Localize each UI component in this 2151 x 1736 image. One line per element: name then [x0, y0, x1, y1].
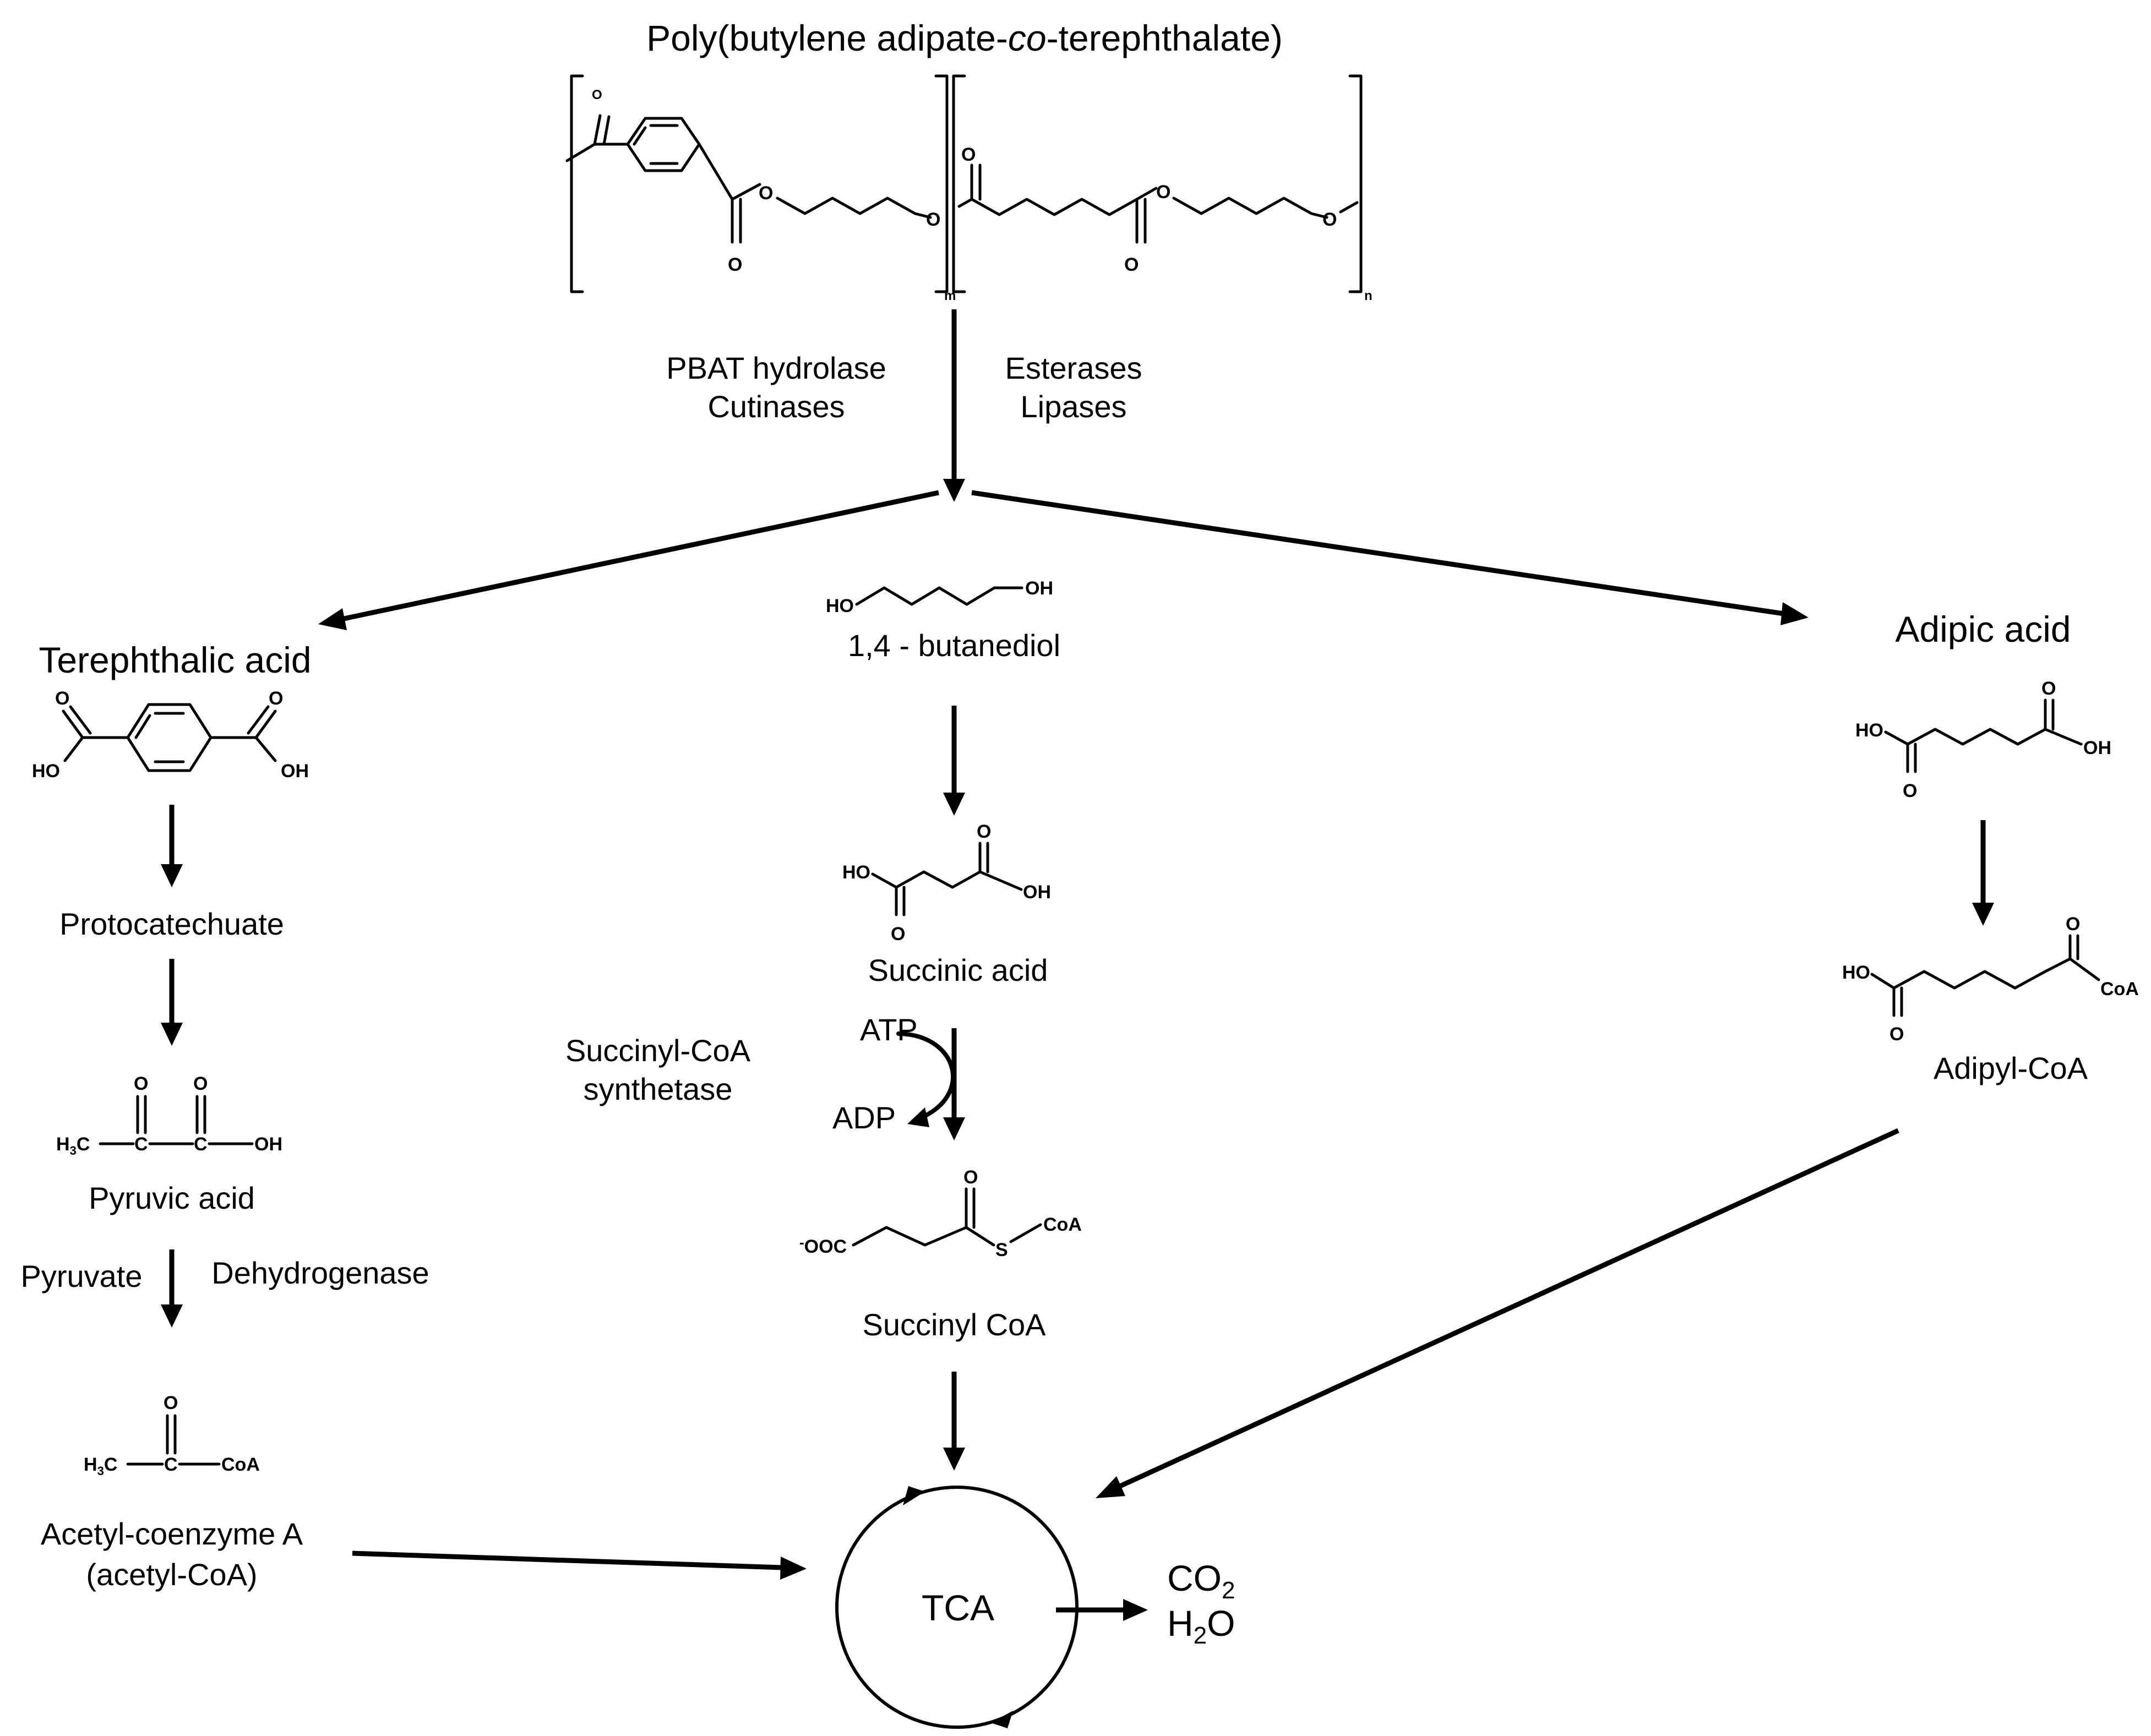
arrow-to-adipic: [971, 490, 1784, 616]
tca-cycle: TCA CO2 H2O: [835, 1486, 1235, 1729]
succinic-oh: OH: [1023, 882, 1051, 903]
succinic-acid-label: Succinic acid: [868, 953, 1048, 987]
butanediol-label: 1,4 - butanediol: [848, 628, 1060, 663]
arrow-acetyl-to-tca: [352, 1551, 782, 1570]
o-atom: O: [1322, 209, 1337, 230]
o-atom: O: [926, 209, 940, 230]
enzyme-dehydrogenase: Dehydrogenase: [211, 1255, 429, 1290]
o-atom: O: [977, 821, 991, 842]
succinyl-coa-ooc: -OOC: [799, 1234, 847, 1257]
protocatechuate-label: Protocatechuate: [59, 907, 284, 941]
adipic-oh: OH: [2083, 738, 2111, 758]
arrowhead: [161, 864, 183, 887]
o-atom: O: [963, 1167, 978, 1188]
arrowhead: [943, 1117, 965, 1140]
o-atom: O: [1156, 182, 1170, 203]
pyruvic-h3c: H3C: [56, 1134, 90, 1158]
acetyl-coa-label: (acetyl-CoA): [86, 1557, 257, 1592]
arrowhead: [318, 608, 347, 630]
terephthalic-acid-branch: Terephthalic acid O HO O OH Protocatechu…: [21, 640, 429, 1592]
polymer-title: Poly(butylene adipate-co-terephthalate): [646, 18, 1283, 58]
oh-group: OH: [281, 761, 309, 782]
o-atom: O: [759, 183, 773, 204]
arrowhead: [907, 1107, 929, 1127]
enzyme-succinyl-coa: Succinyl-CoA: [565, 1033, 751, 1068]
succinyl-coa-label: Succinyl CoA: [862, 1307, 1046, 1342]
succinic-ho: HO: [842, 862, 870, 883]
acetyl-c: C: [164, 1454, 178, 1475]
adipyl-coa-label: Adipyl-CoA: [1934, 1051, 2088, 1085]
atp-label: ATP: [860, 1012, 918, 1047]
arrow-to-terephthalic: [341, 490, 939, 622]
succinyl-coa-group: CoA: [1043, 1214, 1082, 1235]
o-atom: O: [2041, 678, 2056, 699]
repeat-n: n: [1364, 288, 1373, 303]
pbat-structure: m n O O O O O O O O: [565, 74, 1373, 303]
succinyl-coa-s: S: [995, 1240, 1008, 1260]
tca-cycle-arrowhead: [903, 1486, 925, 1505]
acetyl-coa-group: CoA: [221, 1454, 260, 1475]
acetyl-h3c: H3C: [84, 1454, 117, 1478]
arrowhead: [943, 479, 965, 502]
pyruvic-c1: C: [134, 1134, 148, 1155]
co2-label: CO2: [1167, 1558, 1235, 1604]
arrowhead: [1123, 1599, 1148, 1621]
o-atom: O: [193, 1073, 208, 1094]
arrowhead: [161, 1304, 183, 1328]
o-atom: O: [1889, 1024, 1904, 1045]
arrowhead: [780, 1557, 807, 1580]
tca-label: TCA: [922, 1587, 994, 1628]
o-atom: O: [134, 1073, 148, 1094]
o-atom: O: [728, 254, 742, 275]
pyruvic-c2: C: [194, 1134, 208, 1155]
enzyme-pyruvate: Pyruvate: [21, 1259, 143, 1293]
enzyme-esterases: Esterases: [1005, 351, 1142, 385]
arrowhead: [1972, 903, 1994, 926]
o-atom: O: [269, 688, 283, 709]
o-atom: O: [55, 688, 69, 709]
adipic-acid-title: Adipic acid: [1895, 609, 2071, 649]
acetyl-coenzyme-a-label: Acetyl-coenzyme A: [41, 1516, 303, 1551]
arrowhead: [1096, 1476, 1125, 1498]
enzyme-pbat-hydrolase: PBAT hydrolase: [666, 351, 886, 385]
adipyl-coa-group: CoA: [2100, 979, 2139, 1000]
enzyme-synthetase: synthetase: [584, 1072, 733, 1106]
terephthalic-acid-title: Terephthalic acid: [39, 640, 311, 680]
butanediol-oh: OH: [1025, 578, 1053, 599]
tca-cycle-arrowhead: [991, 1711, 1013, 1728]
o-atom: O: [1903, 780, 1917, 801]
o-atom: O: [1124, 254, 1139, 275]
adipic-acid-branch: Adipic acid HO O O OH HO O O CoA Adipyl-…: [1842, 609, 2139, 1085]
o-atom: O: [592, 88, 602, 102]
tca-circle: [835, 1486, 1079, 1729]
arrowhead: [161, 1023, 183, 1046]
adipic-ho: HO: [1855, 720, 1883, 741]
o-atom: O: [961, 144, 976, 165]
butanediol-ho: HO: [826, 596, 854, 616]
o-atom: O: [164, 1393, 178, 1413]
enzyme-cutinases: Cutinases: [707, 389, 845, 424]
arrowhead: [943, 1448, 965, 1471]
o-atom: O: [891, 924, 905, 945]
enzyme-lipases: Lipases: [1020, 389, 1126, 424]
adp-label: ADP: [832, 1100, 896, 1135]
adipyl-ho: HO: [1842, 962, 1870, 983]
butanediol-branch: HO OH 1,4 - butanediol HO O O OH Succini…: [565, 578, 1082, 1471]
pyruvic-oh: OH: [254, 1134, 282, 1155]
ho-group: HO: [32, 761, 60, 782]
arrowhead: [943, 793, 965, 816]
pyruvic-acid-label: Pyruvic acid: [89, 1181, 255, 1215]
arrow-adipyl-to-tca: [1117, 1128, 1899, 1490]
arrowhead: [1780, 602, 1809, 625]
h2o-label: H2O: [1167, 1603, 1235, 1649]
o-atom: O: [2066, 914, 2080, 935]
